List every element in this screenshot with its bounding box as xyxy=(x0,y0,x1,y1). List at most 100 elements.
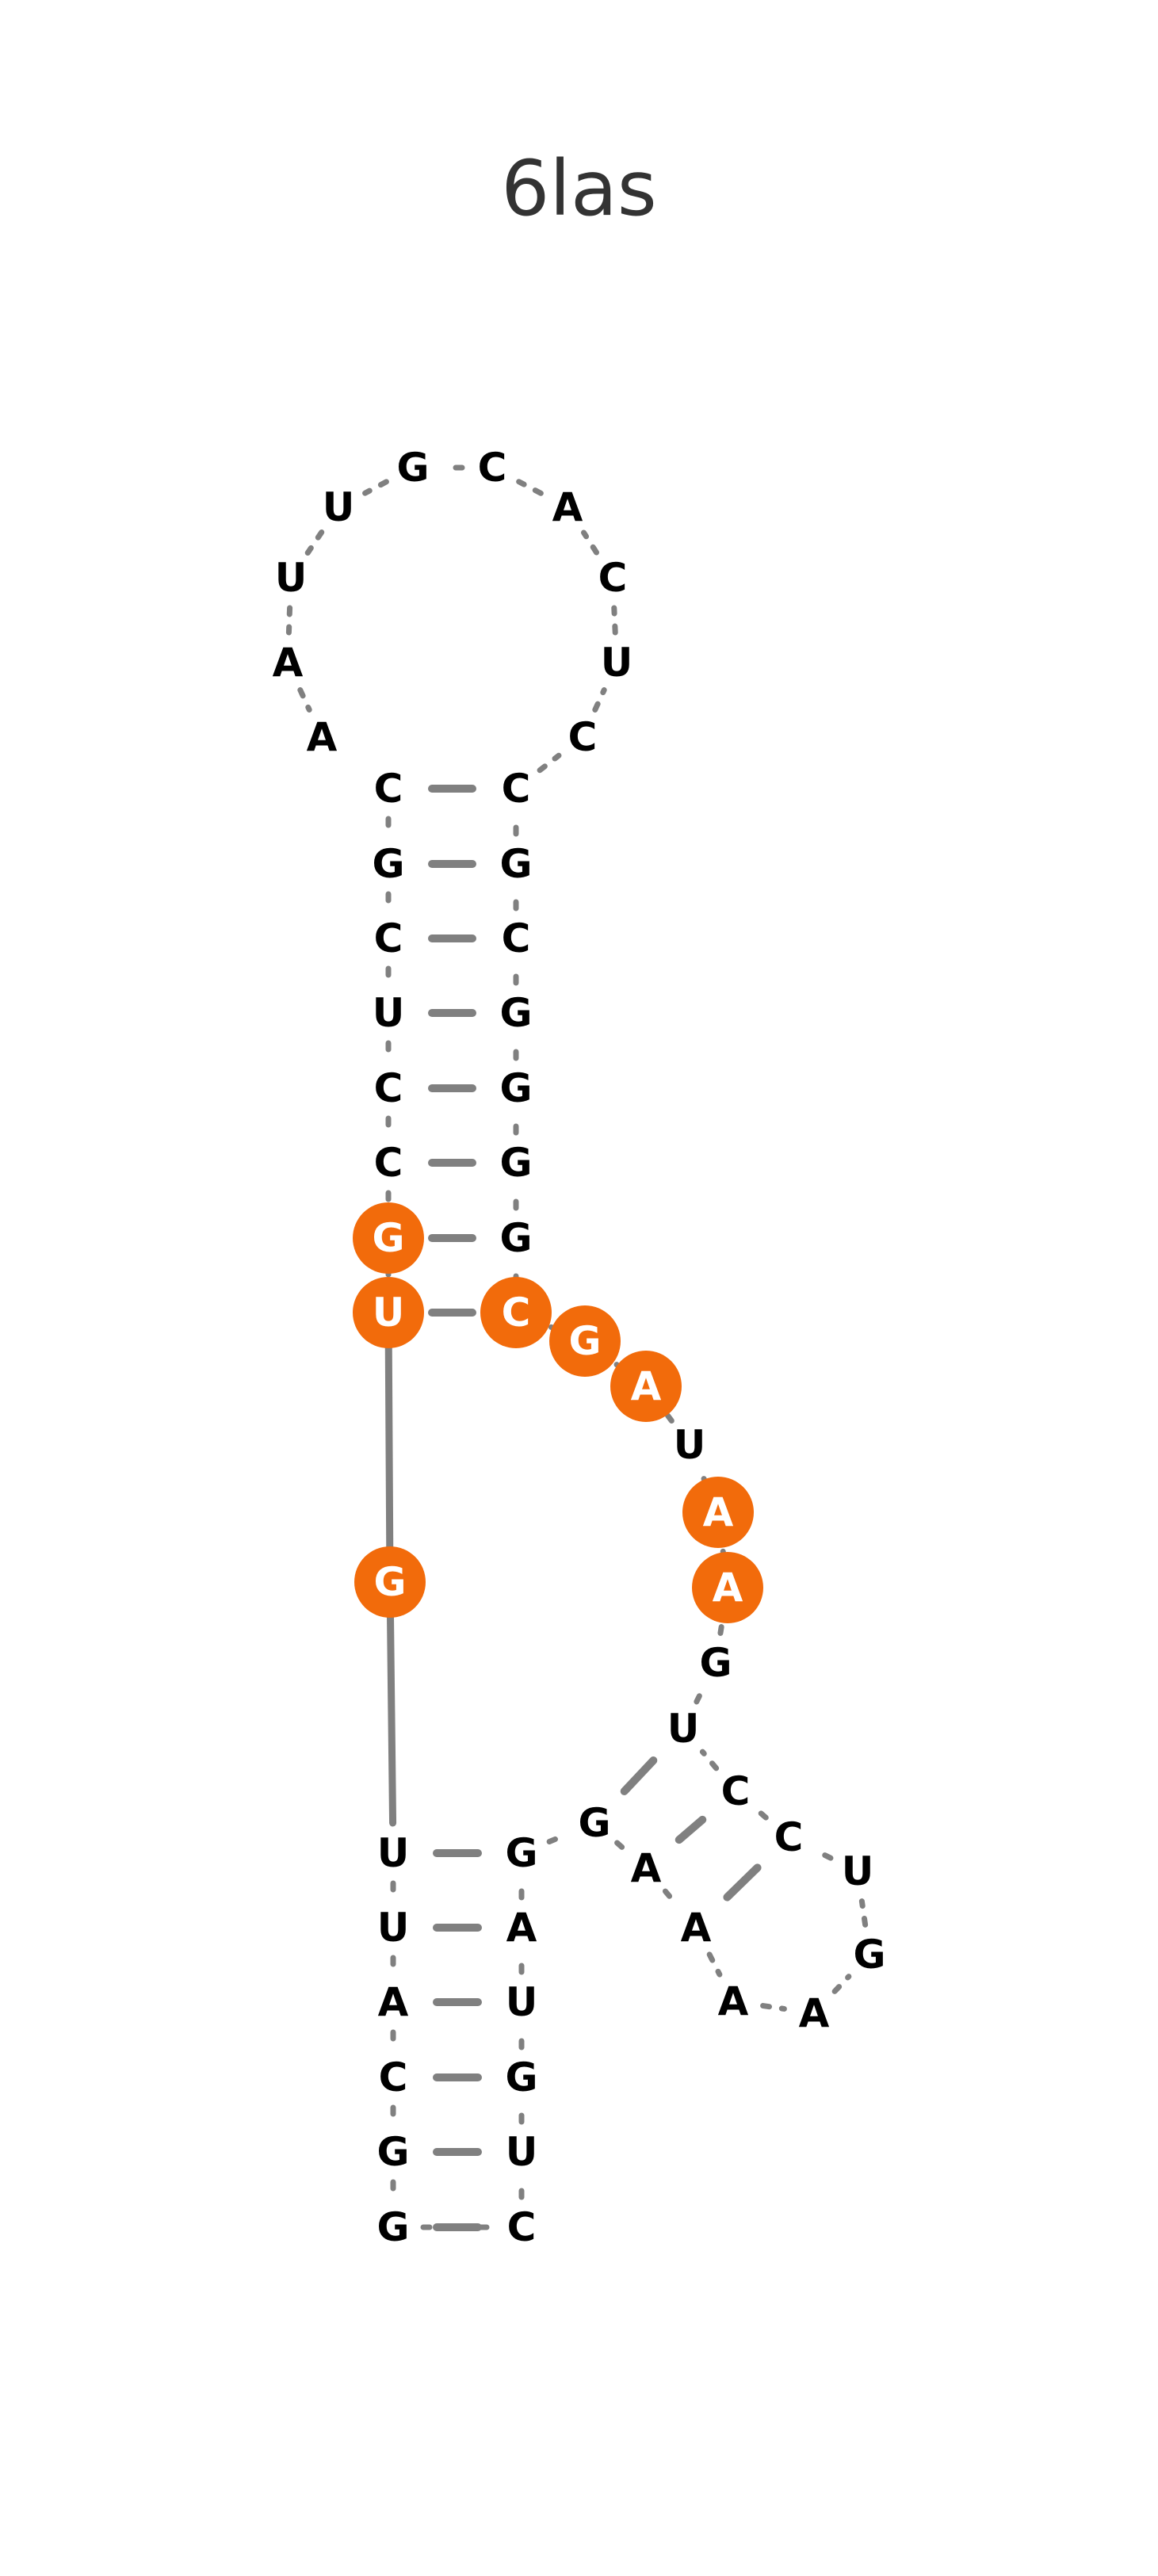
backbone-link xyxy=(694,1687,705,1705)
nucleotide: G xyxy=(853,1932,885,1978)
nucleotide-label: G xyxy=(499,841,532,887)
nucleotide-label: U xyxy=(506,1979,538,2025)
backbone-link xyxy=(386,1608,397,1827)
nucleotide: A xyxy=(681,1905,712,1951)
nucleotide-label: C xyxy=(721,1768,751,1814)
backbone-link xyxy=(580,529,600,556)
nucleotide: C xyxy=(721,1768,751,1814)
nucleotide-label: A xyxy=(552,484,583,530)
nucleotide: G xyxy=(354,1546,426,1618)
nucleotide: U xyxy=(373,990,405,1036)
nucleotide: U xyxy=(601,640,633,686)
nucleotide: G xyxy=(376,2204,409,2250)
nucleotide-label: C xyxy=(502,915,531,961)
nucleotide: U xyxy=(674,1422,706,1468)
nucleotide-highlight xyxy=(480,1277,552,1348)
nucleotide: A xyxy=(692,1552,763,1623)
backbone-link xyxy=(611,605,618,636)
backbone-link xyxy=(760,2003,787,2012)
nucleotide: U xyxy=(506,1979,538,2025)
backbone-link xyxy=(592,687,607,713)
nucleotide: A xyxy=(307,714,338,760)
nucleotide: A xyxy=(682,1477,754,1548)
nucleotide-label: A xyxy=(713,1565,743,1611)
backbone-link xyxy=(537,752,562,774)
backbone-link xyxy=(297,687,312,713)
backbone-links xyxy=(285,464,869,2230)
nucleotide-highlight xyxy=(353,1202,424,1274)
backbone-link xyxy=(662,1888,680,1908)
nucleotide-label: C xyxy=(598,555,628,601)
nucleotide-label: G xyxy=(372,841,404,887)
nucleotide: G xyxy=(499,1140,532,1186)
nucleotide: A xyxy=(273,640,304,686)
nucleotide-label: C xyxy=(502,766,531,812)
nucleotide-label: U xyxy=(674,1422,706,1468)
nucleotide: C xyxy=(774,1814,804,1860)
nucleotide: U xyxy=(275,555,308,601)
nucleotide: C xyxy=(480,1277,552,1348)
backbone-link xyxy=(812,1848,834,1861)
nucleotide-label: U xyxy=(377,1830,410,1876)
nucleotide-label: A xyxy=(799,1990,830,2036)
nucleotide-label: C xyxy=(374,766,403,812)
nucleotide: C xyxy=(568,714,598,760)
nucleotide: A xyxy=(631,1845,662,1891)
nucleotide: C xyxy=(507,2204,537,2250)
nucleotide: C xyxy=(374,766,403,812)
backbone-link xyxy=(546,1832,570,1844)
nucleotide-label: A xyxy=(703,1489,734,1535)
nucleotide: G xyxy=(578,1800,610,1846)
nucleotide-highlight xyxy=(692,1552,763,1623)
nucleotide-label: G xyxy=(499,1140,532,1186)
backbone-link xyxy=(661,1407,675,1424)
backbone-link xyxy=(384,1339,394,1556)
nucleotide-label: G xyxy=(376,2204,409,2250)
nucleotide: G xyxy=(499,841,532,887)
nucleotide-label: C xyxy=(478,445,507,491)
nucleotide: U xyxy=(506,2129,538,2175)
nucleotide-label: U xyxy=(373,1290,405,1336)
backbone-link xyxy=(717,1615,726,1636)
nucleotide: G xyxy=(549,1305,621,1377)
nucleotide: A xyxy=(610,1351,682,1422)
nucleotide-label: C xyxy=(374,1065,403,1111)
nucleotide: G xyxy=(353,1202,424,1274)
backbone-link xyxy=(831,1974,852,1994)
nucleotide: C xyxy=(598,555,628,601)
nucleotide-highlight xyxy=(682,1477,754,1548)
backbone-link xyxy=(304,529,325,556)
nucleotide: G xyxy=(372,841,404,887)
nucleotide-label: G xyxy=(578,1800,610,1846)
base-pair-bonds xyxy=(428,785,762,2231)
nucleotide: G xyxy=(699,1640,732,1686)
nucleotide-label: G xyxy=(376,2129,409,2175)
nucleotide-label: U xyxy=(506,2129,538,2175)
nucleotide-label: C xyxy=(774,1814,804,1860)
nucleotide-label: C xyxy=(374,1140,403,1186)
nucleotide-label: G xyxy=(373,1559,406,1605)
nucleotide: C xyxy=(502,915,531,961)
nucleotide: U xyxy=(377,1830,410,1876)
nucleotide-label: U xyxy=(377,1905,410,1951)
nucleotide-label: U xyxy=(275,555,308,601)
nucleotide-label: G xyxy=(396,445,429,491)
nucleotide-label: G xyxy=(505,2054,537,2100)
backbone-link xyxy=(614,1840,626,1852)
nucleotide-label: G xyxy=(499,1215,532,1261)
nucleotide: U xyxy=(842,1848,874,1894)
nucleotide: G xyxy=(499,990,532,1036)
nucleotide: C xyxy=(379,2054,408,2100)
nucleotide: G xyxy=(376,2129,409,2175)
nucleotide-label: U xyxy=(842,1848,874,1894)
nucleotide-label: G xyxy=(505,1830,537,1876)
nucleotide-label: A xyxy=(631,1363,662,1409)
nucleotide: A xyxy=(552,484,583,530)
nucleotide: G xyxy=(505,1830,537,1876)
nucleotide-label: U xyxy=(373,990,405,1036)
nucleotide-label: G xyxy=(853,1932,885,1978)
nucleotide: U xyxy=(667,1706,700,1752)
nucleotide-label: C xyxy=(507,2204,537,2250)
